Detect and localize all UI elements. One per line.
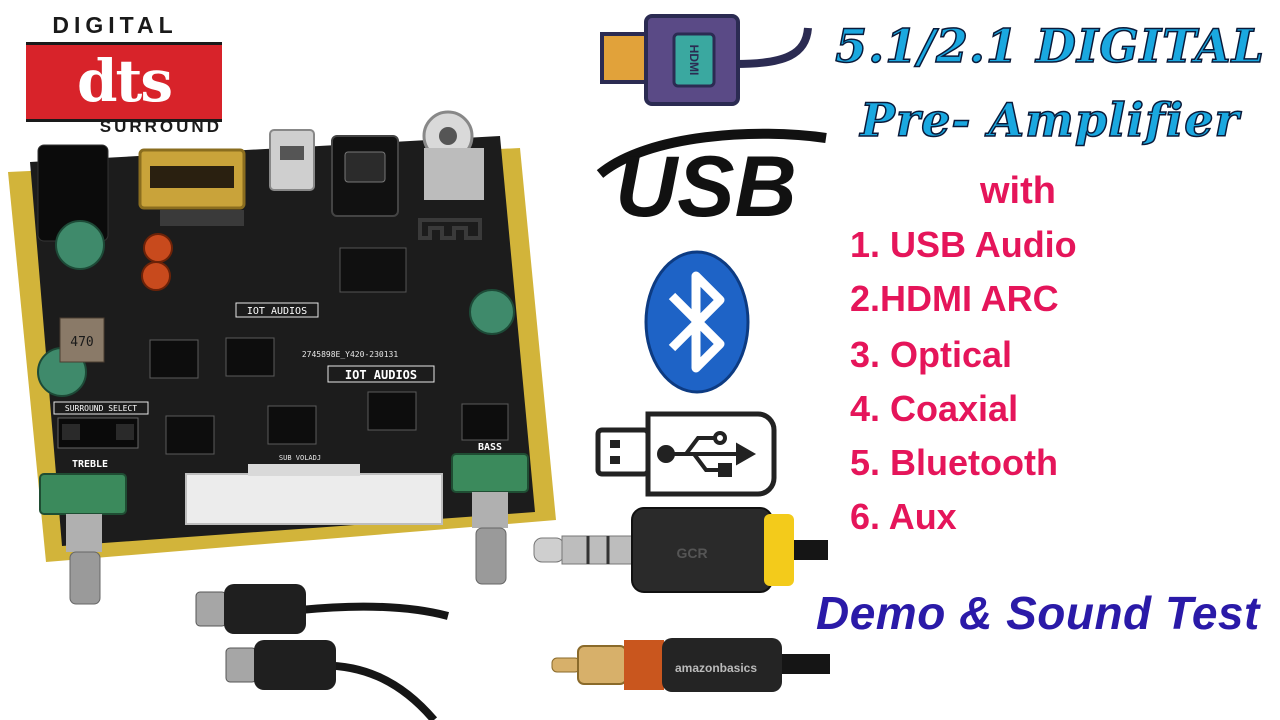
ic-chip xyxy=(367,391,417,431)
capacitor xyxy=(469,289,515,335)
usb-plug-hole xyxy=(610,456,620,464)
feature-aux: 6. Aux xyxy=(850,496,957,537)
treble-pot-shaft-collar xyxy=(66,514,102,552)
ic-chip xyxy=(225,337,275,377)
usb-flash-drive-icon xyxy=(595,411,777,497)
toslink-plug-housing xyxy=(254,640,336,690)
silkscreen-box xyxy=(235,302,319,318)
hdmi-cable-wire xyxy=(735,27,812,68)
surround-select-label: SURROUND SELECT xyxy=(65,404,137,413)
rca-cable-wire xyxy=(778,654,830,674)
hdmi-connector-base xyxy=(160,210,244,226)
dts-logo-mark: dts xyxy=(77,47,173,115)
coaxial-rca-center xyxy=(439,127,457,145)
rca-plug-housing xyxy=(662,638,782,692)
usb-plug-hole xyxy=(610,440,620,448)
hdmi-plug-metal xyxy=(600,32,650,84)
toslink-plug-housing xyxy=(224,584,306,634)
jumper-cap xyxy=(116,424,134,440)
bass-label: BASS xyxy=(478,442,502,453)
optical-cable-wire xyxy=(299,602,450,620)
treble-potentiometer xyxy=(39,473,127,515)
inductor xyxy=(59,317,105,363)
hdmi-cable-icon: HDMI xyxy=(600,14,812,106)
bass-pot-shaft-collar xyxy=(472,492,508,528)
bass-knob-shaft xyxy=(475,527,507,585)
silkscreen-main-label: IOT AUDIOS xyxy=(345,368,417,382)
feature-hdmi-arc: 2.HDMI ARC xyxy=(850,278,1059,319)
usb-logo-text: USB xyxy=(615,139,797,230)
jumper-cap xyxy=(62,424,80,440)
rca-plug-pin xyxy=(551,657,581,673)
capacitor xyxy=(143,233,173,263)
title-line-2: Pre- Amplifier xyxy=(860,93,1240,147)
ic-chip xyxy=(461,403,509,441)
feature-usb-audio: 1. USB Audio xyxy=(850,224,1077,265)
hdmi-label-plate xyxy=(672,32,716,88)
header-pins xyxy=(248,464,360,476)
feature-optical: 3. Optical xyxy=(850,334,1013,375)
optical-port-opening xyxy=(344,151,386,183)
bass-potentiometer xyxy=(451,453,529,493)
rca-plug-shell xyxy=(577,645,627,685)
title-line-1: 5.1/2.1 DIGITAL xyxy=(834,19,1265,73)
silkscreen-box xyxy=(53,401,149,415)
treble-knob-shaft xyxy=(69,551,101,605)
sub-volume-label: SUB VOLADJ xyxy=(279,454,321,462)
usb-trident-symbol xyxy=(657,431,757,477)
usb-logo-swoosh xyxy=(596,128,827,178)
inductor-label: 470 xyxy=(70,335,93,350)
bluetooth-icon xyxy=(644,250,750,394)
dts-logo-bottom-text: SURROUND xyxy=(99,117,222,136)
aux-plug-sleeve xyxy=(561,535,635,565)
rca-cable-image: amazonbasics xyxy=(551,638,830,692)
dts-logo: DIGITAL dts SURROUND xyxy=(8,12,222,136)
board-serial-number: 2745898E_Y420-230131 xyxy=(302,350,399,359)
feature-bluetooth: 5. Bluetooth xyxy=(850,442,1058,483)
feature-coaxial: 4. Coaxial xyxy=(850,388,1019,429)
silkscreen-box xyxy=(327,365,435,383)
usb-drive-plug xyxy=(595,427,651,477)
capacitor xyxy=(141,261,171,291)
capacitor xyxy=(55,220,105,270)
white-header-connector xyxy=(185,473,443,525)
dts-logo-top-text: DIGITAL xyxy=(52,12,178,38)
aux-plug-yellow-ring xyxy=(764,514,794,586)
pcb-board-image: 470 IOT AUDIOS 2745898E_Y420-230131 IOT … xyxy=(8,110,556,605)
aux-brand-label: GCR xyxy=(676,545,707,561)
ic-chip xyxy=(267,405,317,445)
dts-logo-box: dts xyxy=(26,42,222,122)
hdmi-label-text: HDMI xyxy=(687,45,701,76)
dsp-chip xyxy=(339,247,407,293)
usb-logo: USB xyxy=(596,128,827,230)
rca-plug-orange-ring xyxy=(624,640,664,690)
demo-sound-test-text: Demo & Sound Test xyxy=(816,587,1260,639)
hdmi-port-opening xyxy=(150,166,234,188)
rca-brand-label: amazonbasics xyxy=(675,661,757,675)
with-label: with xyxy=(980,170,1056,212)
optical-cable-image xyxy=(195,584,450,720)
ic-chip xyxy=(149,339,199,379)
coaxial-rca-body xyxy=(424,148,484,200)
ic-chip xyxy=(165,415,215,455)
aux-cable-image: GCR xyxy=(533,507,828,593)
bluetooth-rune xyxy=(668,271,725,373)
treble-label: TREBLE xyxy=(72,459,108,470)
toslink-plug-tip xyxy=(195,591,227,627)
mini-usb-opening xyxy=(280,146,304,160)
bluetooth-antenna-trace xyxy=(418,218,482,240)
toslink-plug-tip xyxy=(225,647,257,683)
aux-plug-tip xyxy=(533,537,565,563)
silkscreen-top-label: IOT AUDIOS xyxy=(247,306,307,317)
